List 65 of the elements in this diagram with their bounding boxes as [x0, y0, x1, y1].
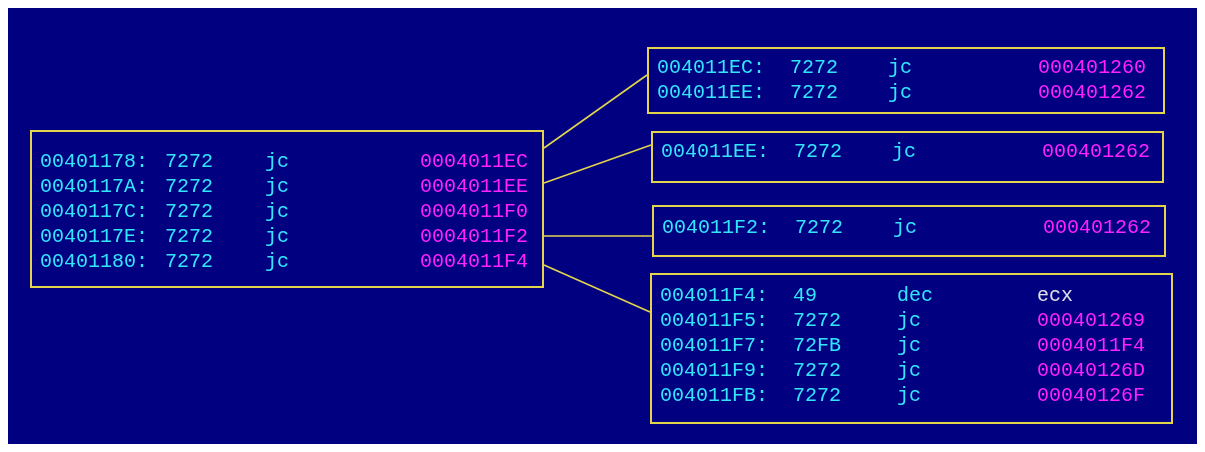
connector-line — [543, 144, 652, 184]
address-text: 00401178: — [40, 149, 149, 174]
address-text: 004011F9: — [660, 358, 769, 383]
mnemonic-text: jc — [265, 224, 289, 249]
address-text: 004011FB: — [660, 383, 769, 408]
operand-text: 00040126D — [1037, 358, 1146, 383]
operand-text: 0004011F4 — [1037, 333, 1146, 358]
operand-text: 000401262 — [1038, 80, 1147, 105]
opcode-text: 7272 — [165, 249, 213, 274]
code-block — [652, 205, 1166, 257]
mnemonic-text: jc — [265, 149, 289, 174]
code-block — [30, 130, 544, 288]
connector-line — [543, 235, 653, 237]
mnemonic-text: jc — [897, 358, 921, 383]
operand-text: 000401262 — [1042, 139, 1151, 164]
operand-text: ecx — [1037, 283, 1073, 308]
mnemonic-text: jc — [265, 249, 289, 274]
opcode-text: 7272 — [790, 55, 838, 80]
operand-text: 00040126F — [1037, 383, 1146, 408]
address-text: 0040117C: — [40, 199, 149, 224]
opcode-text: 72FB — [793, 333, 841, 358]
address-text: 004011EE: — [657, 80, 766, 105]
operand-text: 000401260 — [1038, 55, 1147, 80]
opcode-text: 7272 — [794, 139, 842, 164]
operand-text: 0004011EC — [420, 149, 529, 174]
code-block — [651, 131, 1164, 183]
opcode-text: 7272 — [793, 358, 841, 383]
opcode-text: 7272 — [795, 215, 843, 240]
address-text: 0040117A: — [40, 174, 149, 199]
address-text: 004011F7: — [660, 333, 769, 358]
address-text: 004011F2: — [662, 215, 771, 240]
opcode-text: 7272 — [793, 308, 841, 333]
code-block — [650, 273, 1173, 424]
mnemonic-text: jc — [897, 308, 921, 333]
mnemonic-text: dec — [897, 283, 933, 308]
operand-text: 000401269 — [1037, 308, 1146, 333]
opcode-text: 7272 — [165, 149, 213, 174]
mnemonic-text: jc — [265, 174, 289, 199]
code-block — [647, 47, 1165, 114]
operand-text: 0004011F0 — [420, 199, 529, 224]
opcode-text: 7272 — [165, 199, 213, 224]
operand-text: 0004011EE — [420, 174, 529, 199]
opcode-text: 7272 — [165, 224, 213, 249]
mnemonic-text: jc — [897, 333, 921, 358]
opcode-text: 49 — [793, 283, 817, 308]
address-text: 004011F4: — [660, 283, 769, 308]
address-text: 0040117E: — [40, 224, 149, 249]
connector-line — [543, 74, 648, 149]
mnemonic-text: jc — [265, 199, 289, 224]
mnemonic-text: jc — [897, 383, 921, 408]
operand-text: 0004011F4 — [420, 249, 529, 274]
address-text: 004011F5: — [660, 308, 769, 333]
opcode-text: 7272 — [790, 80, 838, 105]
operand-text: 0004011F2 — [420, 224, 529, 249]
mnemonic-text: jc — [888, 80, 912, 105]
mnemonic-text: jc — [893, 215, 917, 240]
mnemonic-text: jc — [888, 55, 912, 80]
operand-text: 000401262 — [1043, 215, 1152, 240]
address-text: 00401180: — [40, 249, 149, 274]
address-text: 004011EE: — [661, 139, 770, 164]
opcode-text: 7272 — [165, 174, 213, 199]
connector-line — [543, 264, 651, 313]
mnemonic-text: jc — [892, 139, 916, 164]
address-text: 004011EC: — [657, 55, 766, 80]
opcode-text: 7272 — [793, 383, 841, 408]
